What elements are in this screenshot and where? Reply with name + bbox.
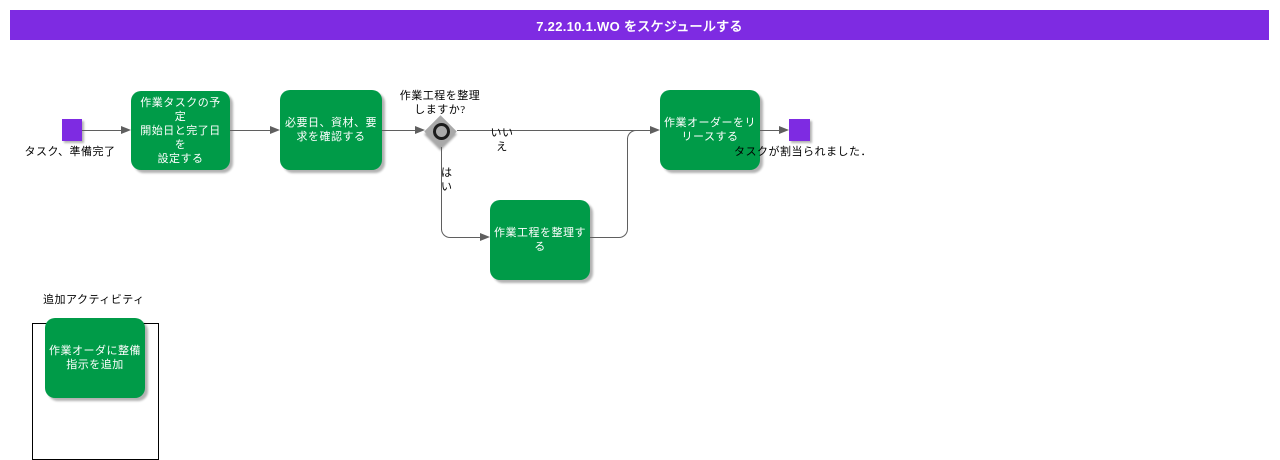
connector-line <box>82 130 121 131</box>
connector-line <box>457 130 650 131</box>
end-node-label: タスクが割当られました． <box>734 146 872 158</box>
task-box-release-work-order: 作業オーダーをリ リースする <box>660 90 760 170</box>
task-box-add-maintenance-instructions: 作業オーダに整備 指示を追加 <box>45 318 145 398</box>
connector-line <box>382 130 415 131</box>
additional-activities-title: 追加アクティビティ <box>43 294 145 306</box>
arrowhead-icon <box>779 126 789 134</box>
arrowhead-icon <box>650 126 660 134</box>
flowchart-canvas: タスク、準備完了 作業タスクの予定 開始日と完了日を 設定する 必要日、資材、要… <box>0 40 1280 460</box>
branch-label-no: いい え <box>490 127 514 153</box>
title-bar: 7.22.10.1.WO をスケジュールする <box>10 10 1269 40</box>
decision-circle-icon <box>433 123 450 140</box>
connector-corner <box>627 130 636 139</box>
connector-corner <box>441 229 450 238</box>
start-node <box>62 119 82 141</box>
connector-line <box>627 138 628 229</box>
start-node-label: タスク、準備完了 <box>24 146 116 158</box>
task-box-set-dates: 作業タスクの予定 開始日と完了日を 設定する <box>131 91 230 170</box>
connector-line <box>441 147 442 230</box>
arrowhead-icon <box>270 126 280 134</box>
task-box-confirm-requirements: 必要日、資材、要 求を確認する <box>280 90 382 170</box>
connector-corner <box>619 229 628 238</box>
arrowhead-icon <box>415 126 425 134</box>
task-box-organize-process: 作業工程を整理す る <box>490 200 590 280</box>
branch-label-yes: は い <box>441 167 453 193</box>
connector-line <box>450 237 480 238</box>
arrowhead-icon <box>480 233 490 241</box>
connector-line <box>760 130 779 131</box>
end-node <box>789 119 810 141</box>
arrowhead-icon <box>121 126 131 134</box>
decision-question-label: 作業工程を整理 しますか? <box>399 90 481 116</box>
connector-line <box>590 237 619 238</box>
connector-line <box>230 130 270 131</box>
